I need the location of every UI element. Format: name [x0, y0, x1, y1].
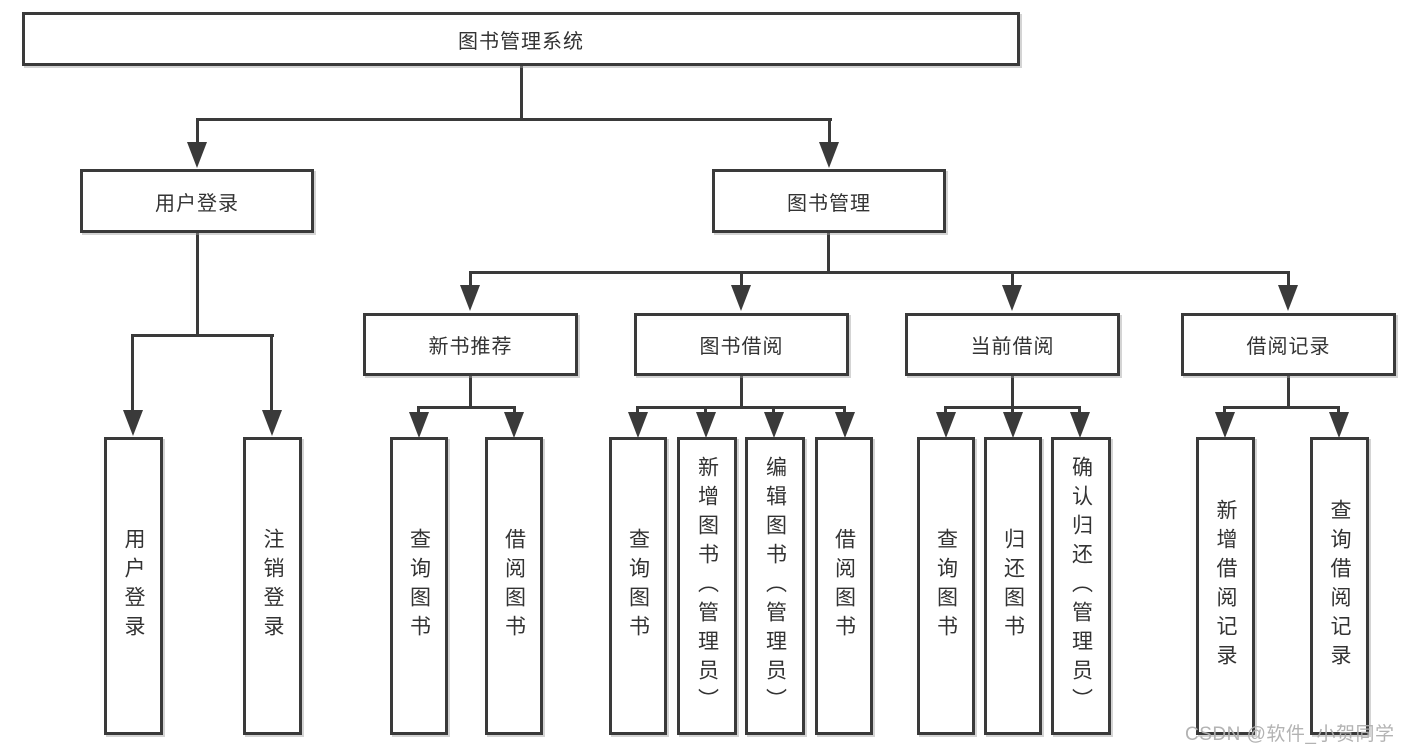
connector-fork	[636, 406, 846, 409]
connector-root-stem	[520, 66, 523, 118]
leaf-label: 借阅图书	[832, 528, 856, 644]
connector-stem	[636, 406, 639, 415]
leaf-node-borrow-books-2: 借阅图书	[815, 437, 873, 735]
connector-stem	[1287, 376, 1290, 408]
connector-user-login-fork	[131, 334, 274, 337]
connector-stem	[944, 406, 947, 415]
node-new-book-recommend: 新书推荐	[363, 313, 578, 376]
leaf-node-borrow-books: 借阅图书	[485, 437, 543, 735]
connector-stem	[704, 406, 707, 415]
arrow-down-icon	[187, 142, 207, 168]
connector-stem	[131, 334, 134, 412]
connector-user-login-stem	[196, 233, 199, 336]
connector-stem	[1078, 406, 1081, 415]
arrow-down-icon	[1278, 285, 1298, 311]
connector-book-mgmt-stem	[827, 233, 830, 273]
node-new-book-recommend-label: 新书推荐	[428, 336, 513, 358]
leaf-node-edit-book-admin: 编辑图书（管理员）	[745, 437, 805, 735]
connector-stem	[1337, 406, 1340, 415]
leaf-label: 注销登录	[261, 528, 284, 644]
root-node-label: 图书管理系统	[458, 30, 584, 53]
leaf-node-user-login: 用户登录	[104, 437, 163, 735]
node-book-management-label: 图书管理	[787, 192, 871, 215]
leaf-label: 查询图书	[626, 528, 650, 644]
connector-book-mgmt-fork	[469, 271, 1290, 274]
root-node-library-system: 图书管理系统	[22, 12, 1020, 66]
arrow-down-icon	[409, 412, 429, 438]
node-user-login-label: 用户登录	[155, 192, 239, 215]
leaf-node-query-books-2: 查询图书	[609, 437, 667, 735]
connector-stem	[469, 271, 472, 287]
node-borrow-record: 借阅记录	[1181, 313, 1396, 376]
connector-stem	[740, 376, 743, 408]
csdn-watermark: CSDN @软件_小贺同学	[1185, 724, 1395, 745]
arrow-down-icon	[123, 410, 143, 436]
leaf-label: 查询图书	[407, 528, 431, 644]
arrow-down-icon	[835, 412, 855, 438]
connector-stem	[843, 406, 846, 415]
arrow-down-icon	[504, 412, 524, 438]
connector-root-fork	[196, 118, 832, 121]
arrow-down-icon	[731, 285, 751, 311]
connector-stem	[1287, 271, 1290, 287]
connector-stem	[513, 406, 516, 415]
leaf-label: 查询图书	[934, 528, 958, 644]
arrow-down-icon	[628, 412, 648, 438]
arrow-down-icon	[1002, 285, 1022, 311]
arrow-down-icon	[1329, 412, 1349, 438]
leaf-label: 用户登录	[122, 528, 145, 644]
connector-stem	[270, 334, 273, 412]
leaf-label: 确认归还（管理员）	[1069, 455, 1093, 717]
leaf-node-add-borrow-record: 新增借阅记录	[1196, 437, 1255, 735]
leaf-label: 借阅图书	[502, 528, 526, 644]
connector-stem	[828, 118, 831, 146]
connector-stem	[469, 376, 472, 408]
connector-stem	[417, 406, 420, 415]
node-borrow-record-label: 借阅记录	[1246, 336, 1331, 358]
leaf-label: 查询借阅记录	[1328, 499, 1351, 673]
node-book-management: 图书管理	[712, 169, 946, 233]
connector-stem	[196, 118, 199, 146]
leaf-node-logout: 注销登录	[243, 437, 302, 735]
leaf-label: 新增借阅记录	[1214, 499, 1237, 673]
connector-stem	[740, 271, 743, 287]
connector-fork	[417, 406, 516, 409]
leaf-label: 归还图书	[1001, 528, 1025, 644]
arrow-down-icon	[696, 412, 716, 438]
leaf-node-add-book-admin: 新增图书（管理员）	[677, 437, 737, 735]
arrow-down-icon	[1070, 412, 1090, 438]
node-book-borrow-label: 图书借阅	[699, 336, 784, 358]
connector-stem	[772, 406, 775, 415]
leaf-label: 新增图书（管理员）	[695, 455, 719, 717]
arrow-down-icon	[460, 285, 480, 311]
arrow-down-icon	[819, 142, 839, 168]
connector-stem	[1223, 406, 1226, 415]
leaf-node-return-book: 归还图书	[984, 437, 1042, 735]
node-current-borrow-label: 当前借阅	[970, 336, 1055, 358]
connector-stem	[1011, 376, 1014, 408]
connector-stem	[1011, 271, 1014, 287]
arrow-down-icon	[764, 412, 784, 438]
arrow-down-icon	[262, 410, 282, 436]
connector-stem	[1011, 406, 1014, 415]
node-book-borrow: 图书借阅	[634, 313, 849, 376]
arrow-down-icon	[1003, 412, 1023, 438]
node-current-borrow: 当前借阅	[905, 313, 1120, 376]
node-user-login: 用户登录	[80, 169, 314, 233]
connector-fork	[1223, 406, 1340, 409]
leaf-node-confirm-return-admin: 确认归还（管理员）	[1051, 437, 1111, 735]
leaf-node-query-books-3: 查询图书	[917, 437, 975, 735]
leaf-node-query-books: 查询图书	[390, 437, 448, 735]
arrow-down-icon	[1215, 412, 1235, 438]
leaf-node-query-borrow-record: 查询借阅记录	[1310, 437, 1369, 735]
arrow-down-icon	[936, 412, 956, 438]
leaf-label: 编辑图书（管理员）	[763, 455, 787, 717]
